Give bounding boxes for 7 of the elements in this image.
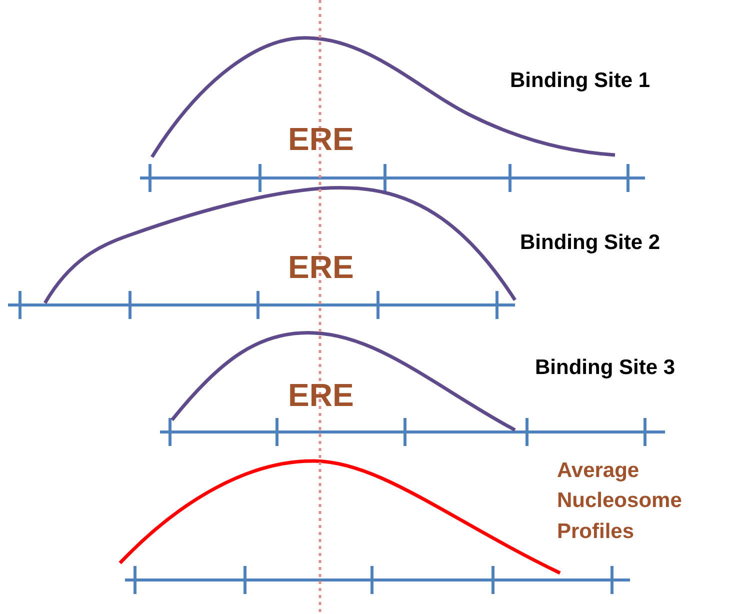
site-label: Binding Site 3 xyxy=(535,355,676,380)
element-label: ERE xyxy=(288,376,354,414)
element-label: ERE xyxy=(288,120,354,158)
site-label: Binding Site 1 xyxy=(510,68,650,94)
element-label: ERE xyxy=(288,248,354,286)
site-label: Binding Site 2 xyxy=(520,230,660,256)
profile-label: Average Nucleosome Profiles xyxy=(557,458,683,545)
